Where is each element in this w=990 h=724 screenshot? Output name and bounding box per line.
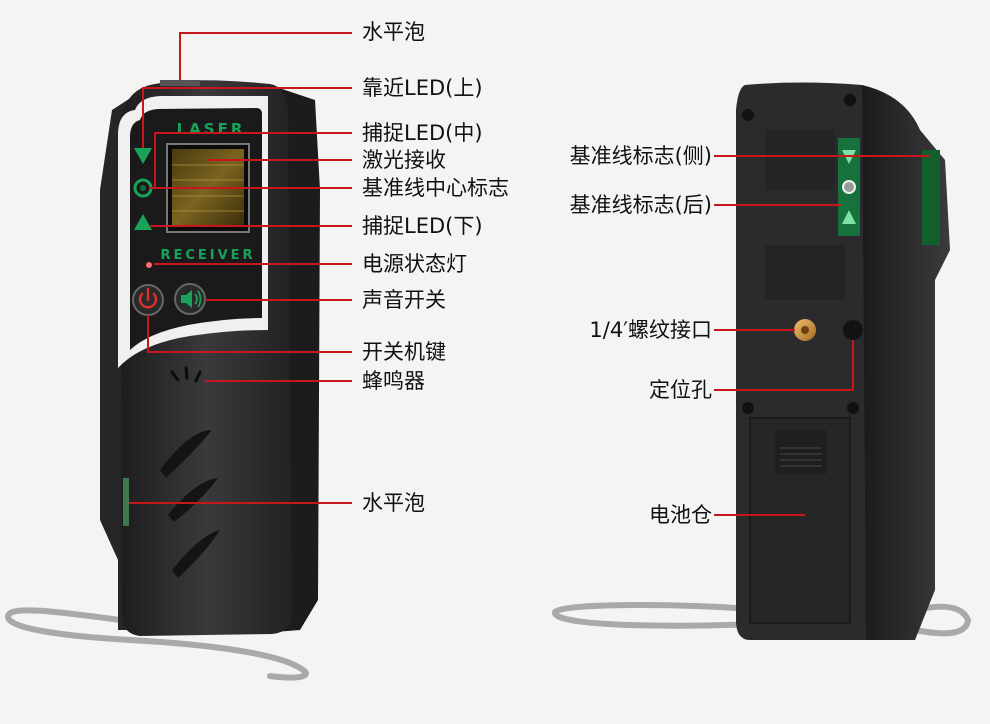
ref-mark-side-strip — [922, 150, 940, 245]
label-led-bottom: 捕捉LED(下) — [362, 214, 483, 238]
back-lanyard — [552, 601, 763, 629]
locating-hole-icon — [843, 320, 863, 340]
level-bubble-top-window — [160, 80, 200, 86]
label-laser-receive: 激光接收 — [362, 148, 446, 172]
screen-receiver-text: RECEIVER — [160, 248, 255, 263]
label-locating-hole: 定位孔 — [649, 378, 712, 402]
front-receiver: LASER RECEIVER — [5, 80, 320, 681]
label-level-bubble-side: 水平泡 — [362, 491, 425, 515]
led-bottom-icon — [134, 214, 152, 230]
label-tripod-mount: 1/4′螺纹接口 — [589, 318, 712, 342]
label-ref-mark-side: 基准线标志(侧) — [569, 144, 712, 168]
power-icon — [138, 287, 158, 309]
label-power-key: 开关机键 — [362, 340, 446, 364]
label-buzzer: 蜂鸣器 — [362, 369, 425, 393]
screw-icon — [844, 94, 856, 106]
label-led-top: 靠近LED(上) — [362, 76, 483, 100]
back-recess — [765, 130, 835, 190]
back-recess — [765, 245, 845, 300]
level-bubble-side-window — [123, 478, 129, 526]
leader-lines — [129, 32, 930, 516]
ref-mark-back-bottom-icon — [842, 210, 856, 224]
label-led-middle: 捕捉LED(中) — [362, 121, 483, 145]
buzzer-holes — [170, 366, 202, 383]
label-level-bubble-top: 水平泡 — [362, 20, 425, 44]
speaker-icon — [181, 290, 202, 308]
screw-icon — [742, 109, 754, 121]
screen-laser-text: LASER — [177, 120, 246, 138]
label-battery-compartment: 电池仓 — [649, 503, 712, 527]
label-ref-mark-back: 基准线标志(后) — [569, 193, 712, 217]
grip-slots — [160, 430, 220, 578]
back-receiver — [552, 82, 972, 640]
led-top-icon — [134, 148, 152, 164]
screw-icon — [847, 402, 859, 414]
label-power-indicator: 电源状态灯 — [362, 252, 467, 276]
battery-latch[interactable] — [775, 430, 827, 474]
power-status-light — [146, 262, 152, 268]
screw-icon — [742, 402, 754, 414]
label-sound-switch: 声音开关 — [362, 288, 446, 312]
front-lanyard — [5, 607, 309, 681]
label-center-mark: 基准线中心标志 — [362, 176, 509, 200]
ref-mark-back-middle-icon — [842, 180, 856, 194]
